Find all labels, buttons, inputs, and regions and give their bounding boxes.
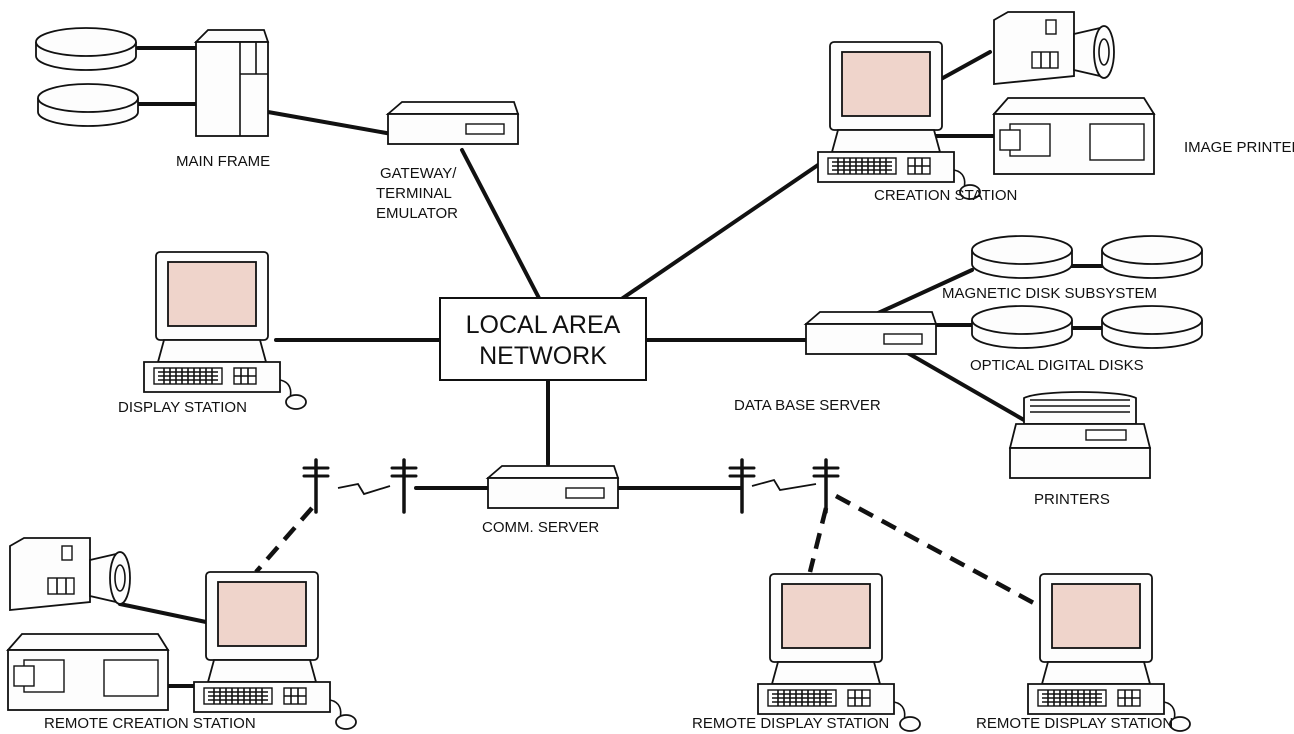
lan-hub-line-1: LOCAL AREA: [466, 311, 621, 339]
mainframe-disk-links: [136, 46, 198, 106]
gateway-label-3: EMULATOR: [376, 205, 458, 222]
right-phone-line: [751, 478, 817, 491]
disk-drive: [35, 27, 137, 71]
image-printer-label: IMAGE PRINTER: [1184, 139, 1294, 156]
data-base-server-label: DATA BASE SERVER: [734, 397, 881, 414]
magnetic-disk-label: MAGNETIC DISK SUBSYSTEM: [942, 285, 1157, 302]
creation-station-label: CREATION STATION: [874, 187, 1017, 204]
comm-server-label: COMM. SERVER: [482, 519, 599, 536]
lan-hub: LOCAL AREA NETWORK: [439, 297, 647, 381]
remote-camera-link: [118, 602, 208, 624]
telephone-pole: [812, 458, 840, 514]
gateway-box: [387, 101, 519, 145]
dbserver-magnetic-link: [874, 268, 974, 316]
gateway-lan-link: [460, 148, 542, 302]
telephone-pole: [390, 458, 418, 514]
magnetic-disk: [1101, 235, 1203, 279]
optical-disk: [1101, 305, 1203, 349]
remote-display-2-dashed-link: [834, 494, 1056, 616]
remote-creation-label: REMOTE CREATION STATION: [44, 715, 256, 732]
optical-disk: [971, 305, 1073, 349]
main-frame: [193, 29, 270, 137]
line-printer: [1008, 391, 1152, 479]
mainframe-gateway-link: [266, 110, 394, 136]
remote-display-station-2: [1027, 573, 1191, 732]
video-camera: [993, 11, 1115, 85]
lan-creation-link: [618, 148, 842, 302]
remote-image-printer: [7, 633, 169, 711]
telephone-pole: [302, 458, 330, 514]
gateway-label-2: TERMINAL: [376, 185, 452, 202]
remote-display-1-dashed-link: [807, 507, 829, 573]
remote-creation-dashed-link: [254, 506, 314, 574]
display-station-label: DISPLAY STATION: [118, 399, 247, 416]
data-base-server: [805, 311, 937, 355]
remote-display-label-2: REMOTE DISPLAY STATION: [976, 715, 1173, 732]
remote-video-camera: [9, 537, 131, 611]
left-phone-line: [337, 482, 391, 496]
remote-creation-station: [193, 571, 357, 730]
lan-hub-line-2: NETWORK: [479, 342, 607, 370]
creation-station: [817, 41, 981, 200]
remote-display-station-1: [757, 573, 921, 732]
optical-disks-label: OPTICAL DIGITAL DISKS: [970, 357, 1144, 374]
image-printer: [993, 97, 1155, 175]
magnetic-disk: [971, 235, 1073, 279]
disk-drive: [37, 83, 139, 127]
comm-server: [487, 465, 619, 509]
main-frame-label: MAIN FRAME: [176, 153, 270, 170]
dbserver-printer-link: [904, 350, 1026, 422]
remote-display-label-1: REMOTE DISPLAY STATION: [692, 715, 889, 732]
gateway-label-1: GATEWAY/: [380, 165, 457, 182]
printers-label: PRINTERS: [1034, 491, 1110, 508]
display-station: [143, 251, 307, 410]
